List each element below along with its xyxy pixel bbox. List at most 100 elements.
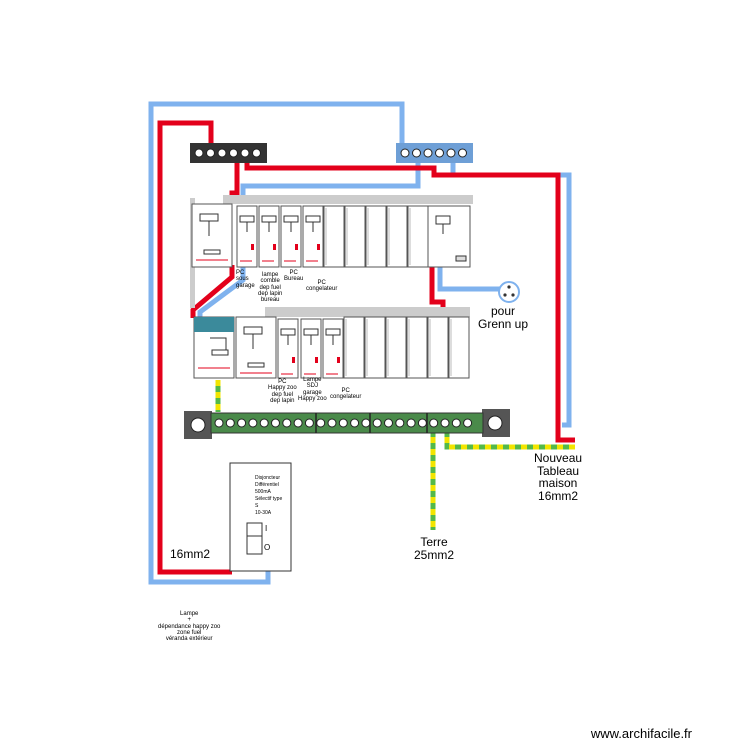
earth-terminal (304, 418, 314, 428)
label-line: Tableau (537, 463, 580, 478)
diff-test-button[interactable] (247, 362, 265, 368)
bus-terminal (240, 148, 250, 158)
label-line: Disjoncteur (255, 475, 281, 481)
neutral-wire-outer (148, 101, 405, 585)
label-line: pour (491, 304, 516, 318)
label-row2-pc-happy: PC Happy zoo dep fuel dep lapin (268, 379, 297, 404)
label-line: Happy zoo (298, 395, 327, 402)
bus-terminal (412, 148, 421, 158)
label-line: dep lapin (258, 290, 283, 297)
earth-terminal (350, 418, 360, 428)
label-row1-lamp: lampe comble dep fuel dep lapin bureau (258, 272, 282, 303)
diff-toggle[interactable] (199, 213, 219, 222)
label-line: bureau (260, 297, 280, 304)
breaker-toggle[interactable] (280, 328, 296, 336)
breaker-module (300, 318, 322, 379)
earth-terminal (395, 418, 405, 428)
blank-module (364, 316, 386, 379)
label-row2-lampe-sdj: Lampe SDJ garage Happy zoo (298, 377, 327, 402)
label-line: Grenn up (478, 316, 529, 331)
label-line: + (187, 617, 191, 624)
earth-terminal (316, 418, 326, 428)
label-line: Lampe (180, 611, 199, 617)
earth-terminal (451, 418, 461, 428)
breaker-indicator (295, 244, 298, 250)
main-breaker-text: Disjoncteur Différentiel 500mA Sélectif … (255, 475, 282, 517)
label-row1-pc-garage: PC sous garage (236, 270, 255, 289)
earth-terminal (271, 418, 280, 428)
earth-terminal (417, 418, 427, 428)
label-line: congelateur (330, 394, 362, 401)
blank-module (365, 205, 387, 268)
label-line: 16mm2 (538, 488, 579, 503)
breaker-toggle[interactable] (283, 215, 299, 223)
earth-terminal (384, 418, 393, 428)
watermark: www.archifacile.fr (590, 726, 692, 741)
bus-terminal (229, 148, 238, 158)
outlet-pin-left (503, 293, 507, 297)
earth-terminal (406, 418, 416, 428)
phase-wire-feed (244, 160, 575, 443)
breaker-indicator (273, 244, 276, 250)
neutral-wire-feed (450, 160, 572, 428)
earth-terminal (440, 418, 450, 428)
label-line: PC (341, 388, 350, 394)
blank-module (344, 205, 366, 268)
label-line: 500mA (255, 489, 271, 495)
phase-wire-outer (157, 120, 232, 575)
din-rail-bottom-1 (265, 307, 470, 317)
breaker-toggle[interactable] (261, 215, 277, 223)
earth-terminal (237, 418, 247, 428)
label-pour-green-up: pour Grenn up (478, 305, 528, 330)
label-line: lampe (262, 272, 279, 278)
earth-terminal (361, 418, 371, 428)
earth-terminal (214, 418, 224, 428)
row2-modules (193, 316, 470, 379)
breaker-indicator (317, 244, 320, 250)
diff-toggle[interactable] (243, 326, 263, 335)
label-line: Lampe (303, 377, 322, 383)
breaker-indicator (315, 357, 318, 363)
earth-terminal (372, 418, 382, 428)
blank-module (407, 205, 429, 268)
breaker-toggle[interactable] (239, 215, 255, 223)
switch-toggle[interactable] (435, 215, 451, 225)
breaker-toggle[interactable] (325, 328, 341, 336)
breaker-toggle[interactable] (303, 328, 319, 336)
label-line: dépendance happy zoo (158, 623, 221, 630)
bus-terminal (400, 148, 410, 158)
bus-terminal (446, 148, 456, 158)
label-line: 10-30A (255, 510, 272, 516)
earth-terminal (248, 418, 258, 428)
label-line: SDJ (306, 383, 319, 390)
outlet-pin-top (507, 285, 511, 289)
earth-terminal (429, 418, 439, 428)
label-line: dep lapin (270, 397, 295, 404)
label-line: maison (538, 476, 578, 491)
blank-module (427, 316, 449, 379)
earth-terminal (259, 418, 269, 428)
diff-module-test[interactable] (211, 349, 229, 356)
label-line: dep fuel (259, 284, 281, 291)
diff-test-button[interactable] (203, 249, 221, 255)
outlet-pin-right (511, 293, 515, 297)
label-cable-16mm2: 16mm2 (170, 547, 211, 561)
diff-module (235, 316, 277, 379)
label-row2-pc-congel: PC congelateur (330, 388, 361, 401)
label-terre: Terre 25mm2 (414, 536, 454, 561)
label-line: zone fuel (177, 629, 202, 636)
row1-modules (191, 203, 471, 268)
breaker-indicator (292, 357, 295, 363)
breaker-module (258, 205, 280, 268)
breaker-toggle[interactable] (305, 215, 321, 223)
breaker-module (302, 205, 324, 268)
blank-module (406, 316, 428, 379)
bus-terminal (458, 148, 467, 158)
breaker-module (280, 205, 302, 268)
label-line: dep fuel (271, 391, 294, 398)
blank-module (385, 316, 407, 379)
bus-terminal (252, 148, 261, 158)
main-breaker-switch[interactable] (246, 522, 263, 555)
diff-module (191, 203, 233, 268)
earth-terminal (463, 418, 473, 428)
